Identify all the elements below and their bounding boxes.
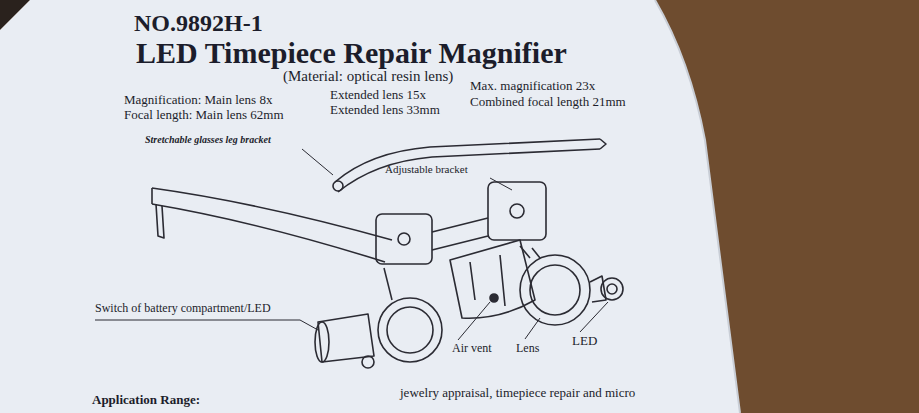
lens-mount	[520, 246, 540, 258]
adjustable-bracket	[376, 214, 432, 264]
leader-line	[490, 178, 512, 190]
model-number: NO.9892H-1	[134, 10, 263, 38]
lens-arm	[384, 268, 392, 300]
left-led	[362, 356, 374, 368]
bracket-screw	[510, 204, 524, 218]
paper-sheet	[0, 0, 740, 413]
leader-lines	[95, 149, 608, 340]
right-lens	[530, 265, 580, 315]
frame-bar	[432, 218, 488, 250]
spec-text: Extended lens 33mm	[330, 103, 440, 118]
leg-bracket	[338, 149, 600, 192]
leg-end	[600, 139, 606, 149]
part-label: Switch of battery compartment/LED	[95, 302, 271, 316]
left-lens-rim	[378, 298, 442, 362]
part-label: Lens	[516, 342, 539, 356]
led-arm	[590, 276, 606, 302]
leader-line	[458, 302, 490, 340]
leader-line	[580, 302, 608, 332]
leg-hinge	[333, 181, 343, 191]
section-heading: Application Range:	[92, 393, 200, 408]
glasses-drawing	[152, 139, 623, 368]
part-label: LED	[572, 334, 597, 349]
right-lens-rim	[520, 255, 590, 325]
temple-arm	[152, 188, 392, 240]
temple-arm	[152, 204, 385, 262]
spec-text: Max. magnification 23x	[470, 79, 595, 94]
left-lens	[387, 307, 433, 353]
battery-led-housing	[318, 314, 374, 362]
material-note: (Material: optical resin lens)	[283, 68, 453, 85]
paper-edge	[655, 0, 740, 413]
spec-text: Combined focal length 21mm	[470, 95, 626, 110]
bracket-screw	[398, 233, 410, 245]
temple-hook	[156, 204, 164, 238]
spec-text: Magnification: Main lens 8x	[124, 93, 272, 108]
part-label: Stretchable glasses leg bracket	[145, 134, 271, 146]
leader-line	[525, 318, 540, 339]
air-vent	[490, 294, 498, 302]
body-text: jewelry appraisal, timepiece repair and …	[400, 386, 635, 401]
part-label: Adjustable bracket	[385, 163, 468, 176]
housing-ridge	[470, 255, 505, 306]
sheet-title: LED Timepiece Repair Magnifier	[136, 36, 567, 71]
battery-switch	[315, 322, 329, 362]
spec-text: Focal length: Main lens 62mm	[124, 108, 284, 123]
leader-line	[302, 149, 333, 175]
leader-line	[95, 320, 318, 330]
leg-bracket	[335, 139, 600, 182]
temple-end	[151, 188, 153, 204]
adjustable-bracket	[488, 182, 546, 240]
right-led-bulb	[607, 284, 617, 294]
part-label: Air vent	[452, 342, 492, 356]
spec-text: Extended lens 15x	[330, 88, 426, 103]
right-led	[601, 278, 623, 300]
